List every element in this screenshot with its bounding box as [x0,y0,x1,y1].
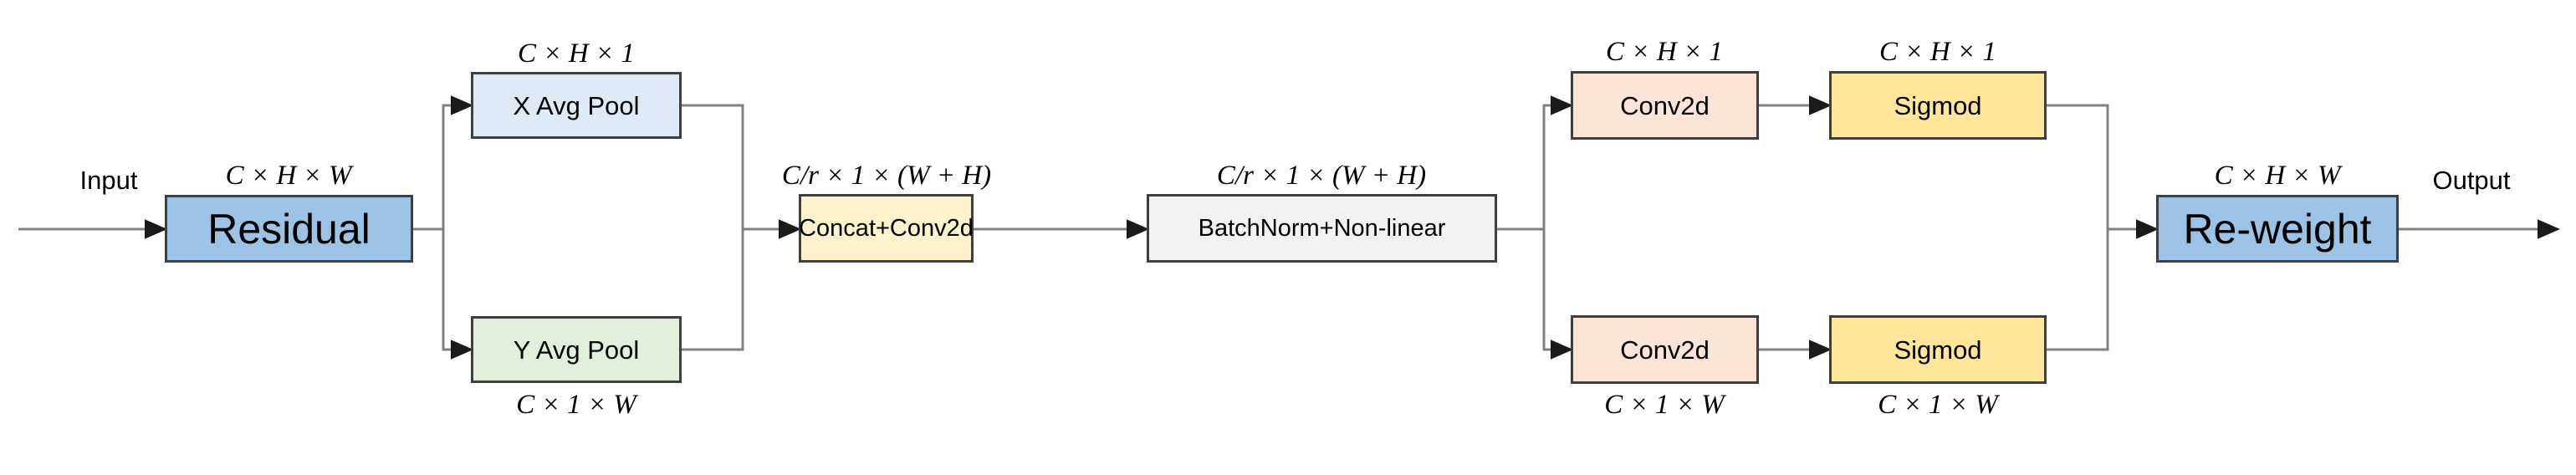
node-concat-conv2d[interactable]: Concat+Conv2d [799,194,974,263]
io-label-output-text: Output [2432,166,2511,195]
node-batchnorm-nonlinear[interactable]: BatchNorm+Non-linear [1147,194,1497,263]
io-label-input-text: Input [79,166,138,195]
connector-ypool-to-merge [682,229,744,351]
tensor-label-ypool-shape: C × 1 × W [516,390,636,420]
tensor-label-concat-shape: C/r × 1 × (W + H) [781,161,992,191]
connector-xpool-to-merge [682,104,744,229]
connector-sigmod-bottom-to-merge [2047,229,2109,351]
wire-group [18,95,2560,360]
tensor-label-batchnorm-shape: C/r × 1 × (W + H) [1216,161,1427,191]
tensor-label-sigmod-bot-shape: C × 1 × W [1878,390,1998,420]
tensor-label-xpool-shape: C × H × 1 [518,38,635,69]
node-conv2d-bottom[interactable]: Conv2d [1571,315,1759,384]
tensor-label-reweight-shape: C × H × W [2214,161,2341,191]
connector-split-to-conv2d-bottom [1542,229,1573,360]
tensor-label-conv2d-top-shape: C × H × 1 [1606,37,1723,67]
node-residual[interactable]: Residual [165,195,413,263]
connector-split-to-xpool [442,95,473,229]
node-conv2d-top[interactable]: Conv2d [1571,71,1759,140]
node-re-weight[interactable]: Re-weight [2156,195,2399,263]
node-sigmod-top[interactable]: Sigmod [1829,71,2047,140]
connector-sigmod-top-to-merge [2047,104,2109,229]
connector-split-to-ypool [442,229,473,360]
tensor-label-residual-shape: C × H × W [225,161,352,191]
node-sigmod-bottom[interactable]: Sigmod [1829,315,2047,384]
tensor-label-sigmod-top-shape: C × H × 1 [1879,37,1996,67]
connector-split-to-conv2d-top [1542,95,1573,229]
tensor-label-conv2d-bot-shape: C × 1 × W [1604,390,1725,420]
node-x-avg-pool[interactable]: X Avg Pool [471,72,682,139]
node-y-avg-pool[interactable]: Y Avg Pool [471,316,682,383]
